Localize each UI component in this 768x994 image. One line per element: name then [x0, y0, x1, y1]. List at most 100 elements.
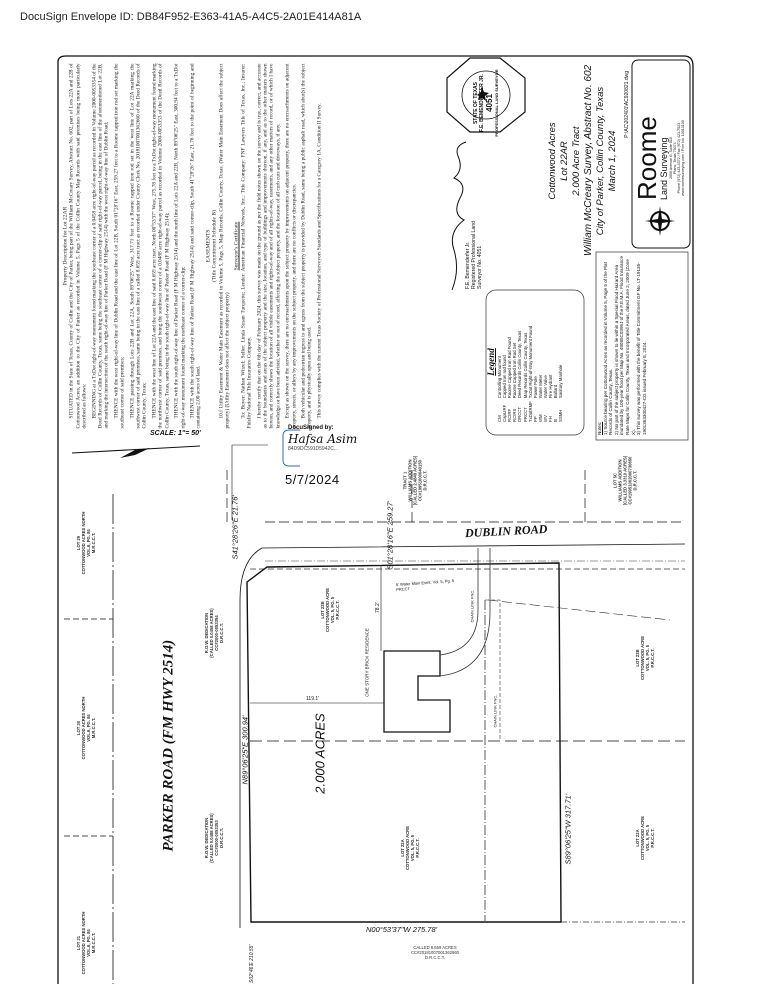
property-description: Property Description for Lot 22AR SITUAT…	[63, 64, 443, 429]
docusign-signature: Hafsa Asim	[288, 432, 358, 446]
acreage-label: 2.000 ACRES	[312, 713, 328, 794]
legend-row: TxDotRMF TxDot Right-of-Way Monument Foun…	[528, 323, 533, 422]
company-website: www.roomesurveying.com / Firm No. 100131…	[681, 120, 686, 196]
description-paragraphs: SITUATED in the State of Texas, County o…	[69, 64, 202, 429]
notes-list: 1) Source bearing per Cottonwood Acres a…	[603, 253, 648, 435]
surveyor-number: Surveyor No. 4051	[477, 245, 483, 289]
docusign-bracket	[282, 429, 300, 467]
lot-label-line: M.R.C.C.T.	[91, 532, 96, 554]
legend-symbol: TxDotRMF	[527, 401, 533, 422]
description-paragraph: THENCE passing through Lots 22B and Lot …	[129, 63, 148, 429]
scale-bar	[71, 445, 201, 458]
driveway	[439, 548, 491, 677]
dimension-119: 119.1'	[306, 696, 320, 702]
title-line: 2.000 Acre Tract	[571, 126, 582, 196]
legend-row: SSMH Sanitary Manhole	[558, 323, 563, 422]
bearing-west-line: N00°53'37"W 275.78'	[366, 925, 438, 934]
lot-label-line: P.R.C.C.T.	[650, 648, 655, 668]
bearing-corner-clip: S41°28'26"E 21.76'	[230, 495, 240, 560]
company-logo-block: Roome Land Surveying 2000 Avenue G, Suit…	[632, 62, 686, 242]
property-boundary	[246, 562, 562, 923]
docusign-label: DocuSigned by:	[288, 425, 334, 431]
row-dedication-upper-label: R.O.W. DEDICATION(CALLED 0.0458 ACRES)CC…	[204, 593, 224, 673]
note-item: 3) This survey was performed with the be…	[636, 262, 647, 435]
lot-label-line: M.R.C.C.T.	[91, 932, 96, 954]
sheet-border	[57, 55, 694, 984]
certificate-paragraph: To: Buyer: Nathan Witzel; Seller: Linda …	[240, 63, 253, 429]
docusign-stamp: DocuSigned by: Hafsa Asim 84D9DC591D5942…	[288, 425, 388, 452]
lot-label-line: P.R.C.C.T.	[415, 838, 420, 858]
dimension-78: 78.2'	[375, 602, 381, 613]
surveyor-block: F.E. Bemenderfer Jr. Registered Professi…	[465, 209, 483, 289]
seal-number: 4051	[485, 94, 494, 112]
docusign-envelope-id: DocuSign Envelope ID: DB84F952-E363-41A5…	[20, 11, 362, 23]
bearing-southwest: S02°46'E 210.55'	[249, 944, 255, 983]
surveyor-signature	[451, 141, 467, 291]
parker-road-label: PARKER ROAD (FM HWY 2514)	[160, 639, 177, 852]
scale-label: SCALE: 1"= 50'	[150, 430, 201, 437]
bearing-south-line: S89°06'25"W 317.71'	[563, 793, 573, 865]
description-paragraph: THENCE with the west right-of-way line o…	[113, 63, 126, 429]
description-paragraph: THENCE with the south right-of-way line …	[189, 63, 202, 429]
title-line: Cottonwood Acres	[547, 122, 558, 200]
note-item: 1) Source bearing per Cottonwood Acres a…	[602, 262, 614, 435]
lot-label-line: M.R.C.C.T.	[91, 717, 96, 739]
legend-description: Deed Records Collin County, Texas	[517, 330, 523, 399]
seal-profession: PROFESSIONAL LAND SURVEYOR	[494, 69, 499, 137]
row-dedication-lower-label: R.O.W. DEDICATION(CALLED 0.0488 ACRES)CC…	[204, 798, 224, 878]
legend-box	[485, 289, 585, 436]
legend-symbol: SSMH	[558, 409, 564, 422]
title-line: William McCreary Survey, Abstract No. 60…	[583, 64, 594, 256]
title-line: Lot 22AR	[559, 141, 570, 181]
docusign-id: 84D9DC591D5942C...	[288, 446, 339, 452]
legend-description: Sanitary Manhole	[558, 364, 564, 399]
bearing-east-line: S01°28'16"E 259.27'	[385, 500, 395, 570]
lot-label-line: D.R.C.C.T.	[219, 828, 224, 849]
note-item: 2) No part of the subject property is sh…	[613, 255, 636, 435]
certificate-paragraph: This survey complies with the current Te…	[316, 103, 323, 419]
legend-description: TxDot Right-of-Way Monument Found	[527, 325, 533, 399]
notes: Notes: 1) Source bearing per Cottonwood …	[597, 253, 685, 435]
certificate-paragraphs: To: Buyer: Nathan Witzel; Seller: Linda …	[240, 64, 322, 429]
easements-text: 10.f Utility Easement & Water Main Easem…	[218, 63, 231, 429]
title-line: City of Parker, Collin County, Texas	[595, 86, 606, 236]
description-paragraph: SITUATED in the State of Texas, County o…	[68, 63, 88, 429]
company-box	[631, 59, 691, 249]
chain-fence-label-2: CHAIN LINK FNC.	[492, 694, 498, 728]
bearing-north-line: N89°06'25"E 300.94'	[240, 715, 250, 785]
lot-label-line: D.R.C.C.T.	[422, 470, 428, 491]
file-path: P:\AC\202401\AC920821.dwg	[624, 71, 630, 138]
description-paragraph: THENCE with the south right-of-way line …	[173, 63, 186, 429]
lot-label-line: P.R.C.C.T.	[335, 600, 340, 620]
description-paragraph: THENCE with the west line of Lot 22A and…	[151, 63, 171, 429]
called-tract-line: CC#20181007001362660	[411, 950, 459, 955]
lot-label-line: D.R.C.C.T.	[219, 623, 224, 644]
seal-text: STATE OF TEXAS F.E. BEMENDERFER JR. 4051…	[473, 67, 499, 139]
title-line: March 1, 2024	[607, 130, 618, 192]
lot-label-line: P.R.C.C.T.	[650, 828, 655, 848]
legend-heading: Legend	[486, 348, 496, 376]
lot-label-line: D.R.C.C.T.	[632, 470, 638, 491]
compass-rose-icon	[645, 206, 675, 236]
called-tract-line: CALLED 8.659 ACRES	[413, 945, 457, 950]
description-paragraph: BEGINNING at a TxDot right-of-way monume…	[91, 63, 110, 429]
certificate-paragraph: I hereby certify that on the 6th day of …	[256, 63, 282, 429]
notes-box	[595, 251, 689, 441]
docusign-date: 5/7/2024	[285, 472, 340, 487]
residence-label: ONE STORY BRICK RESIDENCE	[364, 628, 370, 697]
residence-footprint	[383, 650, 451, 733]
legend-description: Map Records Collin County, Texas	[522, 332, 528, 399]
